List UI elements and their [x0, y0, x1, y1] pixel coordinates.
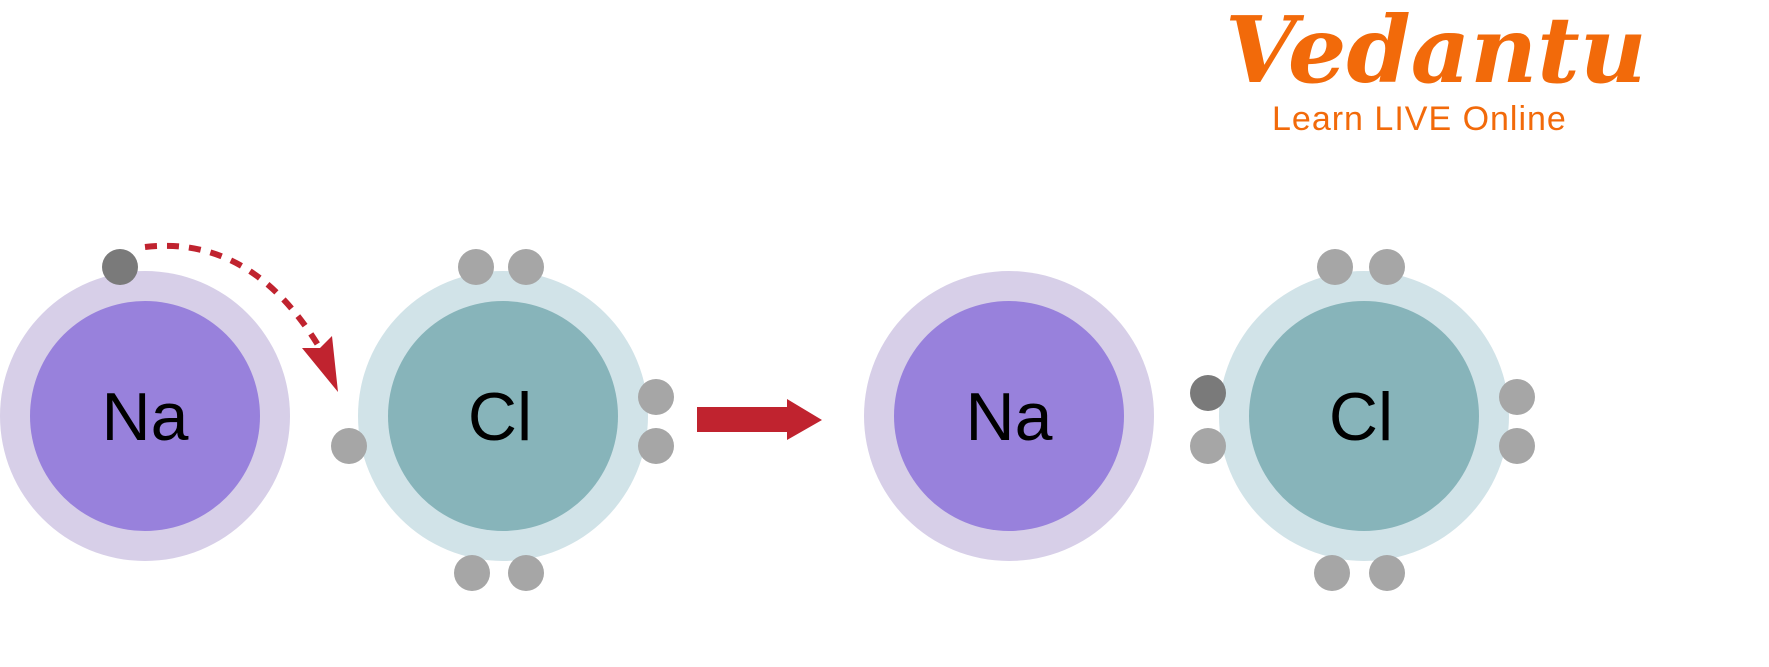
electron [638, 428, 674, 464]
logo-tagline: Learn LIVE Online [1272, 100, 1567, 138]
chlorine-electrons [331, 249, 674, 591]
arrowhead-icon [302, 336, 338, 392]
chlorine-symbol: Cl [1329, 379, 1393, 455]
gained-electron [1190, 375, 1226, 411]
chlorine-electrons [1190, 249, 1535, 591]
vedantu-logo: Vedantu Learn LIVE Online [1225, 0, 1647, 138]
dashed-transfer-path [144, 242, 321, 347]
chlorine-nucleus [388, 301, 618, 531]
sodium-atom-before: Na [0, 249, 290, 561]
chlorine-atom-before: Cl [331, 249, 674, 591]
electron [1314, 555, 1350, 591]
electron [1190, 428, 1226, 464]
arrow-head-icon [787, 399, 822, 440]
electron [454, 555, 490, 591]
electron-transfer-arrow [144, 242, 338, 392]
electron [331, 428, 367, 464]
chlorine-nucleus [1249, 301, 1479, 531]
electron [1499, 379, 1535, 415]
reaction-arrow [697, 399, 822, 440]
logo-wordmark: Vedantu [1225, 0, 1647, 104]
electron [1369, 555, 1405, 591]
valence-electron-transferring [102, 249, 138, 285]
sodium-symbol: Na [102, 379, 189, 455]
sodium-nucleus [894, 301, 1124, 531]
electron [458, 249, 494, 285]
arrow-shaft [697, 407, 789, 432]
sodium-symbol: Na [966, 379, 1053, 455]
electron [508, 249, 544, 285]
chlorine-symbol: Cl [468, 379, 532, 455]
electron [1317, 249, 1353, 285]
electron [1369, 249, 1405, 285]
electron [1499, 428, 1535, 464]
electron [638, 379, 674, 415]
chloride-ion-after: Cl [1190, 249, 1535, 591]
sodium-ion-after: Na [864, 271, 1154, 561]
sodium-nucleus [30, 301, 260, 531]
electron [508, 555, 544, 591]
